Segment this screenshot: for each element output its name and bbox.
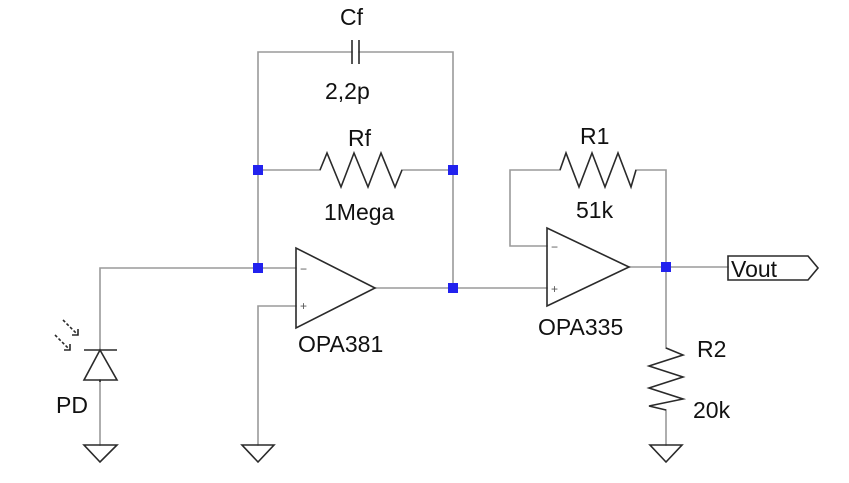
ground-icon bbox=[82, 444, 119, 464]
wire-cf-right bbox=[358, 51, 454, 168]
capacitor-cf bbox=[351, 40, 360, 64]
u2-minus-sign: − bbox=[551, 240, 558, 254]
junctions bbox=[253, 165, 671, 293]
r1-name: R1 bbox=[580, 123, 609, 149]
wire-pd-cathode bbox=[99, 267, 259, 351]
u1-name: OPA381 bbox=[298, 331, 383, 357]
light-arrow-icon bbox=[54, 319, 79, 351]
cf-name: Cf bbox=[340, 4, 364, 30]
r2-value: 20k bbox=[693, 397, 731, 423]
wire-u1-noninv bbox=[257, 305, 297, 446]
u2-plus-sign: + bbox=[551, 282, 558, 296]
junction-dot bbox=[448, 165, 458, 175]
junction-dot bbox=[661, 262, 671, 272]
u2-name: OPA335 bbox=[538, 314, 623, 340]
rf-value: 1Mega bbox=[324, 199, 395, 225]
junction-dot bbox=[253, 165, 263, 175]
opamp-u2: − + bbox=[546, 226, 631, 308]
resistor-rf bbox=[319, 150, 403, 190]
junction-dot bbox=[448, 283, 458, 293]
r2-name: R2 bbox=[697, 336, 726, 362]
wires bbox=[99, 51, 729, 446]
wire-r1-right bbox=[635, 169, 667, 268]
resistor-r1 bbox=[559, 150, 637, 190]
vout-port: Vout bbox=[727, 255, 820, 282]
photodiode-pd bbox=[54, 319, 119, 382]
vout-label: Vout bbox=[731, 256, 778, 282]
u1-plus-sign: + bbox=[300, 299, 307, 313]
wire-cf-left bbox=[257, 51, 353, 168]
ground-icon bbox=[648, 444, 684, 464]
opamp-u1: − + bbox=[295, 246, 377, 330]
cf-value: 2,2p bbox=[325, 78, 370, 104]
wire-r1-left bbox=[509, 169, 561, 247]
pd-name: PD bbox=[56, 392, 88, 418]
resistor-r2 bbox=[646, 347, 687, 411]
rf-name: Rf bbox=[348, 125, 372, 151]
ground-icon bbox=[240, 444, 276, 464]
r1-value: 51k bbox=[576, 197, 614, 223]
junction-dot bbox=[253, 263, 263, 273]
u1-minus-sign: − bbox=[300, 262, 307, 276]
